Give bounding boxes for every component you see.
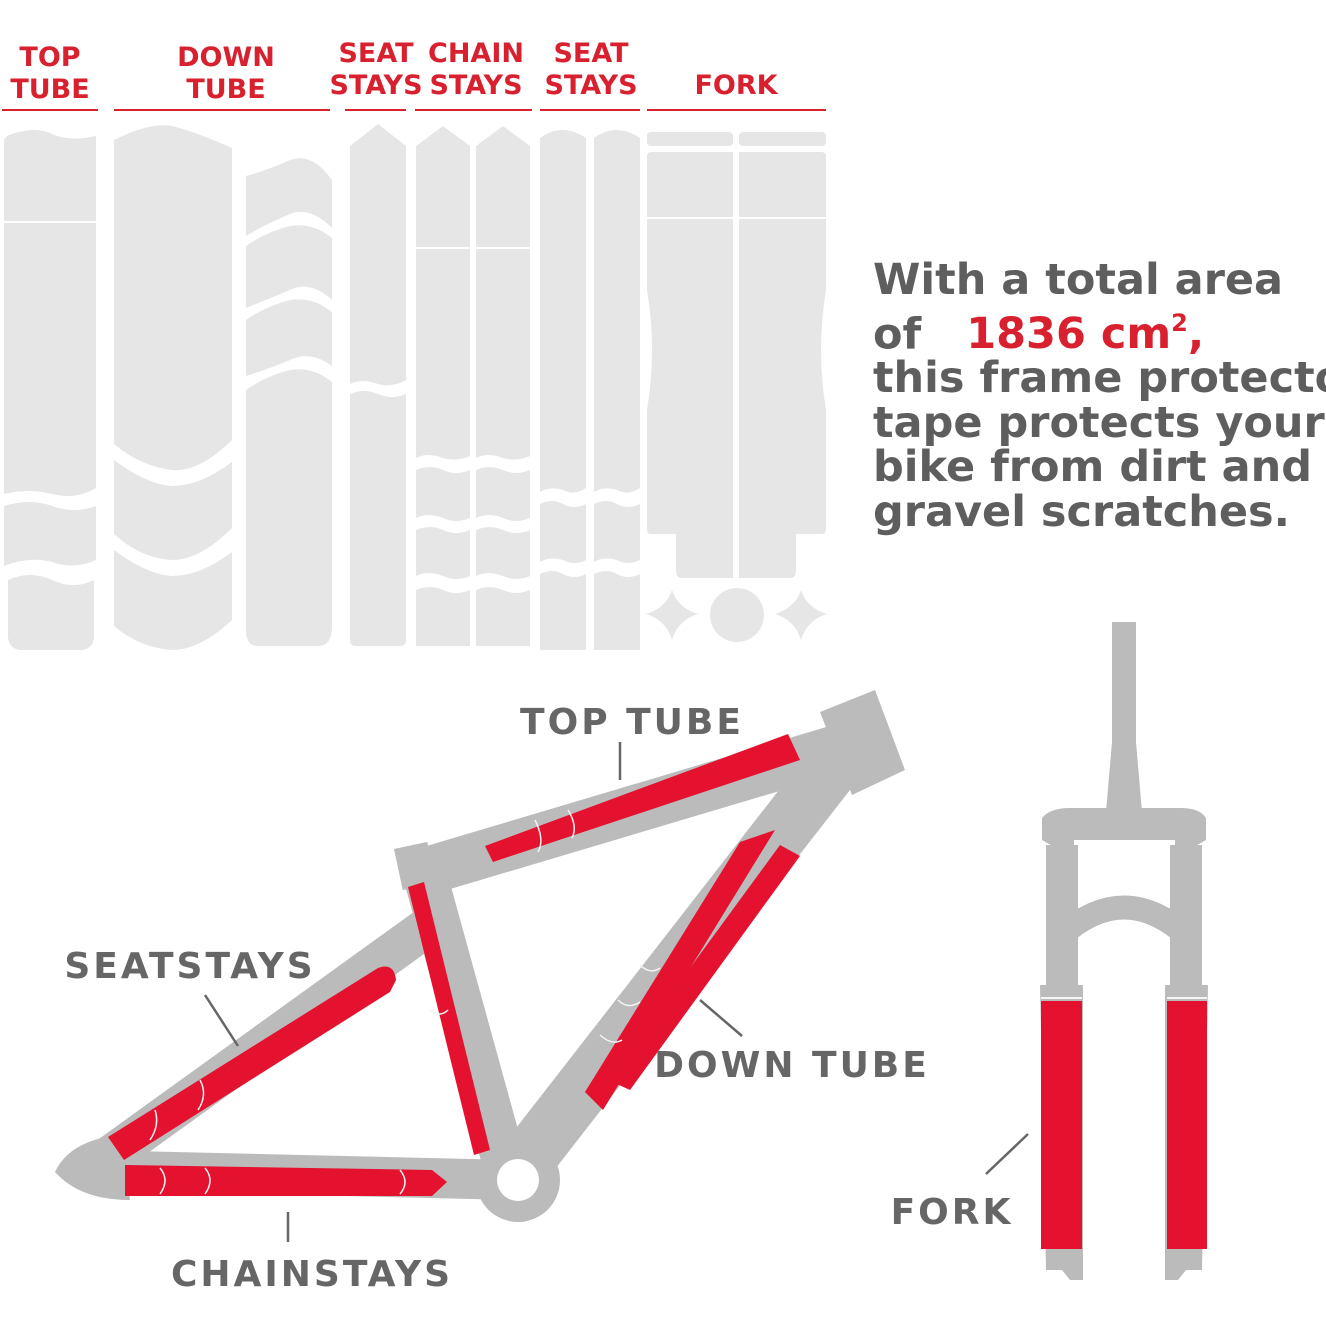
- header-down-tube-line1: DOWN: [177, 42, 275, 73]
- headline-text: With a total area of 1836 cm2, this fram…: [873, 258, 1326, 534]
- frame-seat-post-top: [394, 841, 436, 891]
- sticker-top-tube-2: [4, 502, 96, 566]
- area-number: 1836 cm: [966, 308, 1172, 359]
- protector-top-tube: [485, 734, 800, 862]
- sticker-chain-stay-left-3: [416, 527, 470, 579]
- headline-line-2: of 1836 cm2,: [873, 303, 1326, 357]
- area-exponent: 2: [1171, 308, 1188, 337]
- sticker-down-tube-6: [246, 299, 332, 376]
- headline-of: of: [873, 308, 937, 359]
- sticker-seat-stay-2: [350, 391, 406, 646]
- header-fork: FORK: [694, 70, 778, 101]
- fork-crown: [1042, 808, 1206, 870]
- callout-leader: [203, 994, 240, 1047]
- protector-seat-tube: [408, 882, 490, 1155]
- sticker-seat-stay-c-1: [594, 130, 640, 493]
- callout-top-tube: TOP TUBE: [520, 702, 744, 743]
- sticker-down-tube-3: [114, 550, 232, 650]
- sticker-down-tube-7: [246, 369, 332, 646]
- header-down-tube-line2: TUBE: [186, 74, 265, 105]
- sticker-chain-stay-right-2: [476, 467, 530, 521]
- protector-down-tube-outer: [585, 830, 775, 1110]
- sticker-seat-stay-b-1: [540, 130, 586, 493]
- sticker-fork-right: [739, 152, 826, 578]
- headline-line-1: With a total area: [873, 255, 1284, 305]
- callouts: TOP TUBE SEATSTAYS DOWN TUBE CHAINSTAYS …: [64, 702, 1029, 1295]
- headline-line-4: tape protects your: [873, 397, 1325, 448]
- protector-seatstay: [108, 966, 396, 1160]
- callout-down-tube: DOWN TUBE: [654, 1045, 930, 1086]
- header-chain-stays-line1: CHAIN: [428, 38, 524, 69]
- sticker-cut-ticks: [4, 217, 826, 249]
- sticker-chain-stay-right-1: [476, 126, 530, 460]
- sticker-top-tube-1: [4, 130, 96, 496]
- area-value: 1836 cm2,: [966, 309, 1204, 359]
- fork-protector-left: [1041, 1001, 1082, 1249]
- callout-chainstays: CHAINSTAYS: [171, 1254, 453, 1295]
- callout-seatstays: SEATSTAYS: [64, 946, 315, 987]
- sticker-seat-stay-c-3: [594, 571, 640, 650]
- header-seat-stays-line1: SEAT: [338, 38, 414, 69]
- headline-line-3: this frame protector: [873, 353, 1326, 404]
- frame-bolt-hole: [848, 798, 866, 816]
- sticker-fork-round: [710, 588, 764, 642]
- sticker-down-tube-2: [114, 460, 232, 560]
- callout-leader: [985, 1133, 1029, 1175]
- header-seat-stays-line2: STAYS: [329, 70, 422, 101]
- sticker-chain-stay-right-3: [476, 527, 530, 579]
- protector-down-tube-inner: [608, 845, 800, 1090]
- fork-steerer: [1112, 622, 1136, 742]
- sticker-column-headers: TOP TUBE DOWN TUBE SEAT STAYS CHAIN STAY…: [2, 38, 826, 111]
- frame-head-tube: [820, 690, 905, 795]
- sticker-fork-strip-top-right: [739, 132, 826, 146]
- protector-cut-lines: [149, 809, 661, 1195]
- frame-dropout: [55, 1135, 130, 1200]
- headline-line-5: bike from dirt and: [873, 442, 1312, 493]
- sticker-down-tube-1: [114, 125, 232, 471]
- sticker-fork-star-right: [775, 590, 827, 640]
- sticker-chain-stay-left-2: [416, 467, 470, 521]
- header-chain-stays-line2: STAYS: [429, 70, 522, 101]
- sticker-seat-stay-1: [350, 124, 406, 386]
- sticker-fork-star-left: [646, 590, 698, 640]
- sticker-chain-stay-right-4: [476, 587, 530, 646]
- fork-protector-right: [1167, 1001, 1207, 1249]
- sticker-down-tube-4: [246, 158, 332, 236]
- fork-stanchion-left: [1046, 845, 1078, 995]
- fork: [1040, 622, 1208, 1280]
- header-seat-stays-2-line1: SEAT: [553, 38, 629, 69]
- sticker-seat-stay-b-2: [540, 501, 586, 563]
- sticker-fork-left: [647, 152, 733, 578]
- sticker-fork-strip-top-left: [647, 132, 733, 146]
- sticker-chain-stay-left-4: [416, 587, 470, 646]
- frame-protectors: [108, 734, 800, 1196]
- sticker-top-tube-3: [8, 575, 94, 650]
- sticker-seat-stay-b-3: [540, 571, 586, 650]
- sticker-chain-stay-left-1: [416, 126, 470, 460]
- frame-bottom-bracket-hole: [497, 1159, 539, 1201]
- headline-line-6: gravel scratches.: [873, 486, 1290, 537]
- header-top-tube-line1: TOP: [19, 42, 80, 73]
- callout-leader: [699, 999, 743, 1037]
- sticker-sheet: [4, 124, 827, 650]
- fork-steerer-taper: [1106, 742, 1142, 812]
- header-seat-stays-2-line2: STAYS: [544, 70, 637, 101]
- callout-fork: FORK: [891, 1192, 1014, 1233]
- fork-stanchion-right: [1170, 845, 1202, 995]
- area-comma: ,: [1187, 308, 1205, 359]
- protector-chainstay: [125, 1165, 447, 1196]
- sticker-seat-stay-c-2: [594, 501, 640, 563]
- header-top-tube-line2: TUBE: [10, 74, 89, 105]
- sticker-down-tube-5: [246, 225, 332, 308]
- fork-arch: [1054, 895, 1194, 945]
